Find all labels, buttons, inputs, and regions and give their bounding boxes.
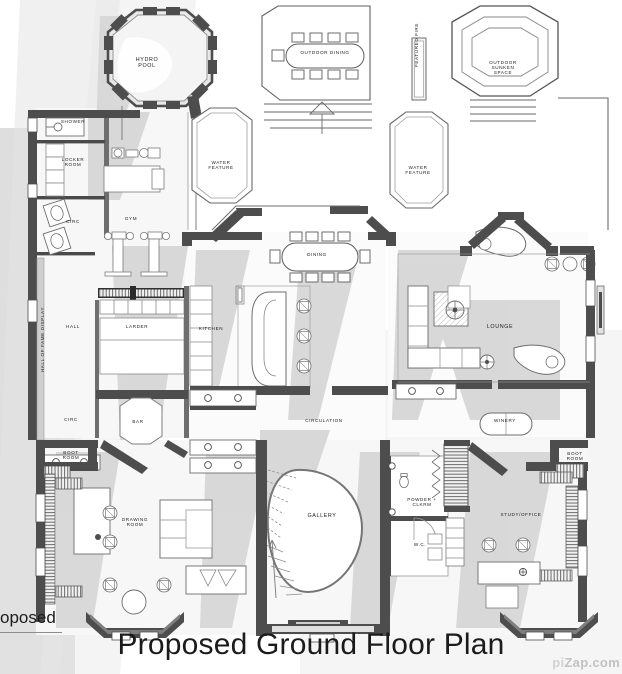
hydro-pool-shape [104, 7, 217, 109]
partial-caption-text: oposed [0, 608, 56, 627]
drawing-room-furniture [73, 487, 247, 615]
lounge-furniture [397, 226, 605, 383]
spa-pod-1 [42, 198, 72, 228]
partial-caption-rule [0, 632, 62, 633]
south-bays [86, 612, 598, 641]
sw-outer-wall [36, 466, 45, 622]
spa-pod-2 [42, 226, 72, 256]
page-title: Proposed Ground Floor Plan [117, 628, 505, 661]
water-feature-right-shape [389, 111, 449, 209]
dining-table [269, 231, 371, 283]
gym-equipment [103, 147, 170, 277]
pizap-watermark: piZap.com [552, 655, 620, 670]
featured-fire-shape [411, 37, 427, 101]
powder-cloaks-block [386, 455, 449, 577]
water-feature-left-shape [191, 107, 253, 204]
bar-shape [119, 397, 163, 445]
study-office-furniture [477, 471, 579, 609]
watermark-suffix: Zap.com [564, 655, 620, 670]
watermark-prefix: pi [552, 655, 565, 670]
secondary-stair [431, 440, 470, 567]
outdoor-sunken-shape [451, 5, 609, 230]
outdoor-dining-shape [261, 5, 372, 134]
west-outer-wall [28, 110, 37, 440]
kitchen-island [235, 285, 312, 389]
shower-fixture [45, 117, 85, 137]
winery-shape [479, 412, 533, 436]
south-entrance [266, 624, 380, 643]
se-outer-wall [578, 466, 587, 622]
